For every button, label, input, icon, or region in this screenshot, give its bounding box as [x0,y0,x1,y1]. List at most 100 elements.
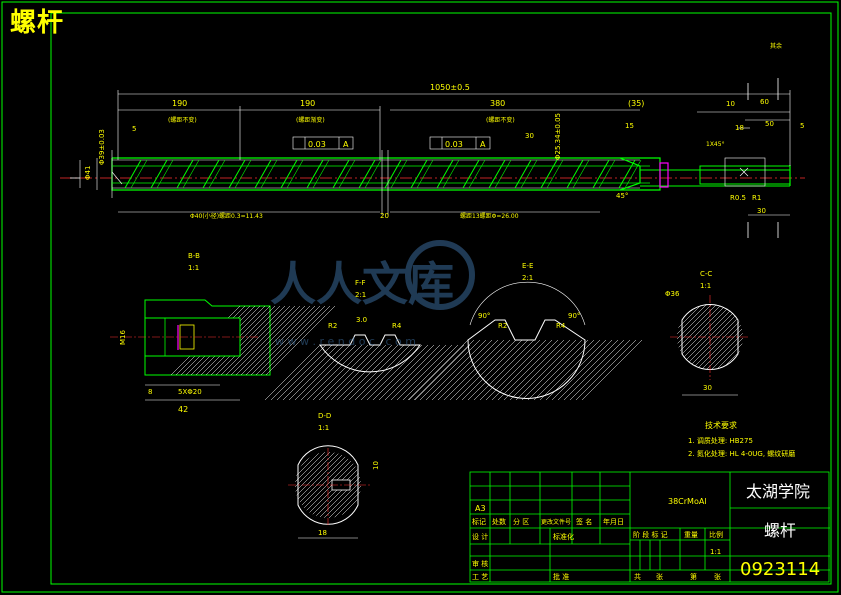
watermark-text: 人人文库 [270,257,454,311]
dim-len-30: 30 [525,132,534,140]
dim-end-50: 50 [765,120,774,128]
section-markers [70,78,779,238]
main-dimensions [79,90,791,216]
tb-design: 设 计 [472,532,488,541]
tb-hdr-2: 分 区 [513,517,529,526]
tol-datum-2: A [480,140,486,149]
bb-title: B-B [188,252,200,260]
tb-review: 审 核 [472,559,488,568]
ee-a90r: 90° [568,312,580,320]
dim-seg1: 190 [172,99,187,108]
dim-seg3-note: (螺距不变) [486,116,515,124]
tech-title: 技术要求 [705,420,737,430]
cc-dia: Φ36 [665,290,680,298]
tb-weight-label: 重量 [684,531,698,539]
tb-ratio-value: 1:1 [710,548,721,556]
section-ff [264,334,471,401]
tb-drawing-no: 0923114 [740,559,820,580]
tol-value-1: 0.03 [308,140,326,149]
dim-end-18: 18 [735,124,744,132]
dim-end-5: 5 [800,122,804,130]
tb-hdr-3: 更改文件号 [541,518,571,526]
tech-item-1: 1. 调质处理: HB275 [688,436,753,445]
tb-part-name: 螺杆 [764,521,796,540]
dim-r1: R1 [752,194,761,202]
ee-a90l: 90° [478,312,490,320]
title-block [469,471,830,583]
dd-key: 10 [372,461,380,470]
ee-title: E-E [522,262,533,270]
ff-scale: 2:1 [355,291,366,299]
cc-title: C-C [700,270,712,278]
screw-main-view [60,150,805,215]
tb-hdr-0: 标记 [472,517,486,526]
tb-standardize: 标准化 [553,532,574,541]
section-cc [670,295,750,396]
note-bottom-left: Φ40(小径)螺距0.3=11.43 [190,212,263,220]
dim-seg4: (35) [628,99,644,108]
tb-approve: 批 准 [553,572,569,581]
tb-stage-label: 阶 段 标 记 [633,530,668,539]
dim-bottom-20: 20 [380,212,389,220]
dim-end-30: 30 [757,207,766,215]
dim-dia-main: Φ39±0.03 [98,129,106,165]
tolerance-frame-2 [429,136,491,150]
tb-total: 共 [634,572,641,581]
tb-hdr-5: 年月日 [603,517,624,526]
tb-hdr-1: 处数 [492,517,506,526]
dim-overall: 1050±0.5 [430,83,470,92]
bb-scale: 1:1 [188,264,199,272]
dim-chamfer: 1X45° [706,141,725,148]
dim-dia-root: Φ41 [84,166,92,180]
tech-item-2: 2. 氮化处理: HL 4-0UG, 螺纹研磨 [688,449,795,458]
ee-r2: R2 [498,322,507,330]
tb-hdr-4: 签 名 [576,517,592,526]
dim-seg1-note: (螺距不变) [168,116,197,124]
note-bottom-right: 螺距13螺距Φ=26.00 [460,212,519,220]
cc-scale: 1:1 [700,282,711,290]
ee-scale: 2:1 [522,274,533,282]
tb-school: 太湖学院 [746,482,810,501]
tb-page: 第 [690,572,697,581]
dim-r05: R0.5 [730,194,746,202]
cc-w30: 30 [703,384,712,392]
roughness-note: 其余 [770,42,782,50]
tb-page-sheet: 张 [714,572,721,581]
dim-left-5: 5 [132,125,136,133]
section-bb [110,299,336,401]
drawing-title: 螺杆 [10,8,65,38]
tb-sheet-size: A3 [475,504,486,513]
tb-material: 38CrMoAl [668,497,707,506]
dd-scale: 1:1 [318,424,329,432]
tb-process: 工 艺 [472,573,488,581]
dim-seg3: 380 [490,99,505,108]
inner-frame [50,12,832,585]
tol-datum-1: A [343,140,349,149]
ee-r4: R4 [556,322,566,330]
tolerance-frame-1 [292,136,354,150]
dim-len-15: 15 [625,122,634,130]
watermark: 人人文库 w w w . r e n d o c . c o m [270,240,475,348]
dim-dia-right: Φ25.34±0.05 [554,113,562,160]
dim-end-len: 10 [726,100,735,108]
ff-r2: R2 [328,322,337,330]
section-ee [407,281,643,401]
bb-d42: 42 [178,405,188,414]
dd-title: D-D [318,412,331,420]
bb-d8: 8 [148,388,152,396]
watermark-sub: w w w . r e n d o c . c o m [275,335,416,348]
tb-sheets: 张 [656,572,663,581]
bb-thread: M16 [119,330,127,345]
bb-d5x20: 5XΦ20 [178,388,202,396]
ff-v30: 3.0 [356,316,367,324]
dd-w: 18 [318,529,327,537]
dim-angle-45: 45° [616,192,628,200]
dim-seg2-note: (螺距渐变) [296,116,325,124]
dim-end-len2: 60 [760,98,769,106]
dim-seg2: 190 [300,99,315,108]
tol-value-2: 0.03 [445,140,463,149]
tb-ratio-label: 比例 [709,530,723,539]
